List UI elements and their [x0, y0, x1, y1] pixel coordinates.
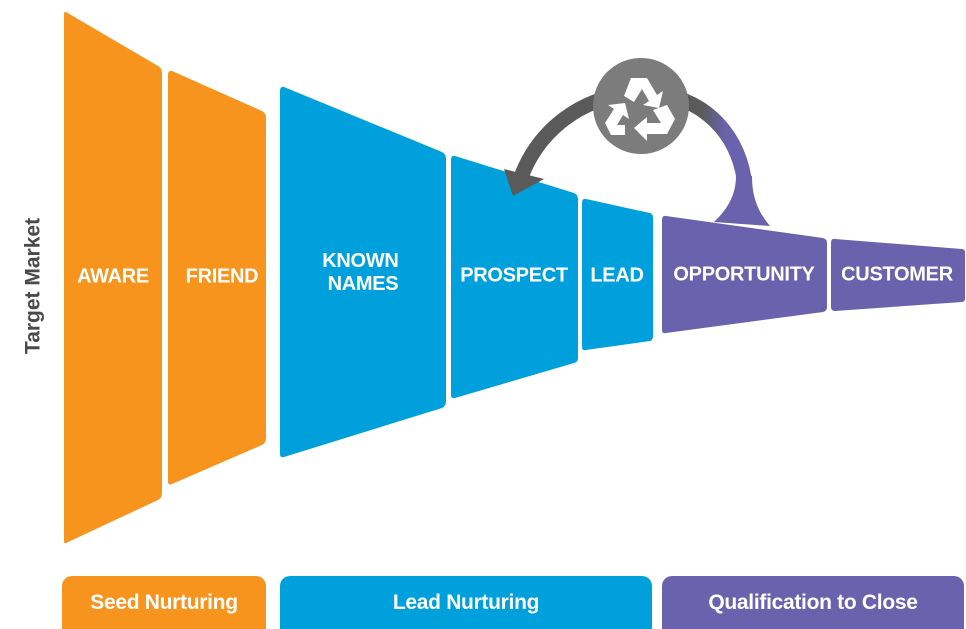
target-market-label: Target Market [22, 218, 45, 354]
stage-prospect: PROSPECT [451, 155, 578, 399]
stage-known-names-line-1: KNOWN [322, 250, 398, 272]
band-qualification-to-close-label: Qualification to Close [708, 590, 918, 614]
stage-friend: FRIEND [168, 70, 266, 485]
band-qualification-to-close: Qualification to Close [662, 576, 964, 629]
stage-customer-label: CUSTOMER [841, 263, 954, 285]
stage-aware: AWARE [64, 11, 162, 544]
stage-opportunity: OPPORTUNITY [662, 215, 827, 334]
stage-lead-label: LEAD [590, 264, 643, 286]
recycle-arrowhead [504, 169, 544, 196]
stage-known-names-label: KNOWN NAMES [322, 250, 404, 295]
stage-known-names: KNOWN NAMES [280, 86, 446, 458]
stage-aware-label: AWARE [77, 265, 149, 287]
band-seed-nurturing: Seed Nurturing [62, 576, 266, 629]
stage-friend-label: FRIEND [186, 265, 259, 287]
band-lead-nurturing-label: Lead Nurturing [392, 590, 540, 614]
stage-customer: CUSTOMER [831, 238, 965, 311]
stage-known-names-line-2: NAMES [328, 273, 399, 295]
band-lead-nurturing: Lead Nurturing [280, 576, 652, 629]
stage-prospect-label: PROSPECT [460, 264, 568, 286]
stage-opportunity-label: OPPORTUNITY [673, 263, 815, 285]
recycle-icon [593, 58, 689, 154]
band-seed-nurturing-label: Seed Nurturing [90, 590, 238, 614]
stage-lead: LEAD [582, 198, 653, 351]
